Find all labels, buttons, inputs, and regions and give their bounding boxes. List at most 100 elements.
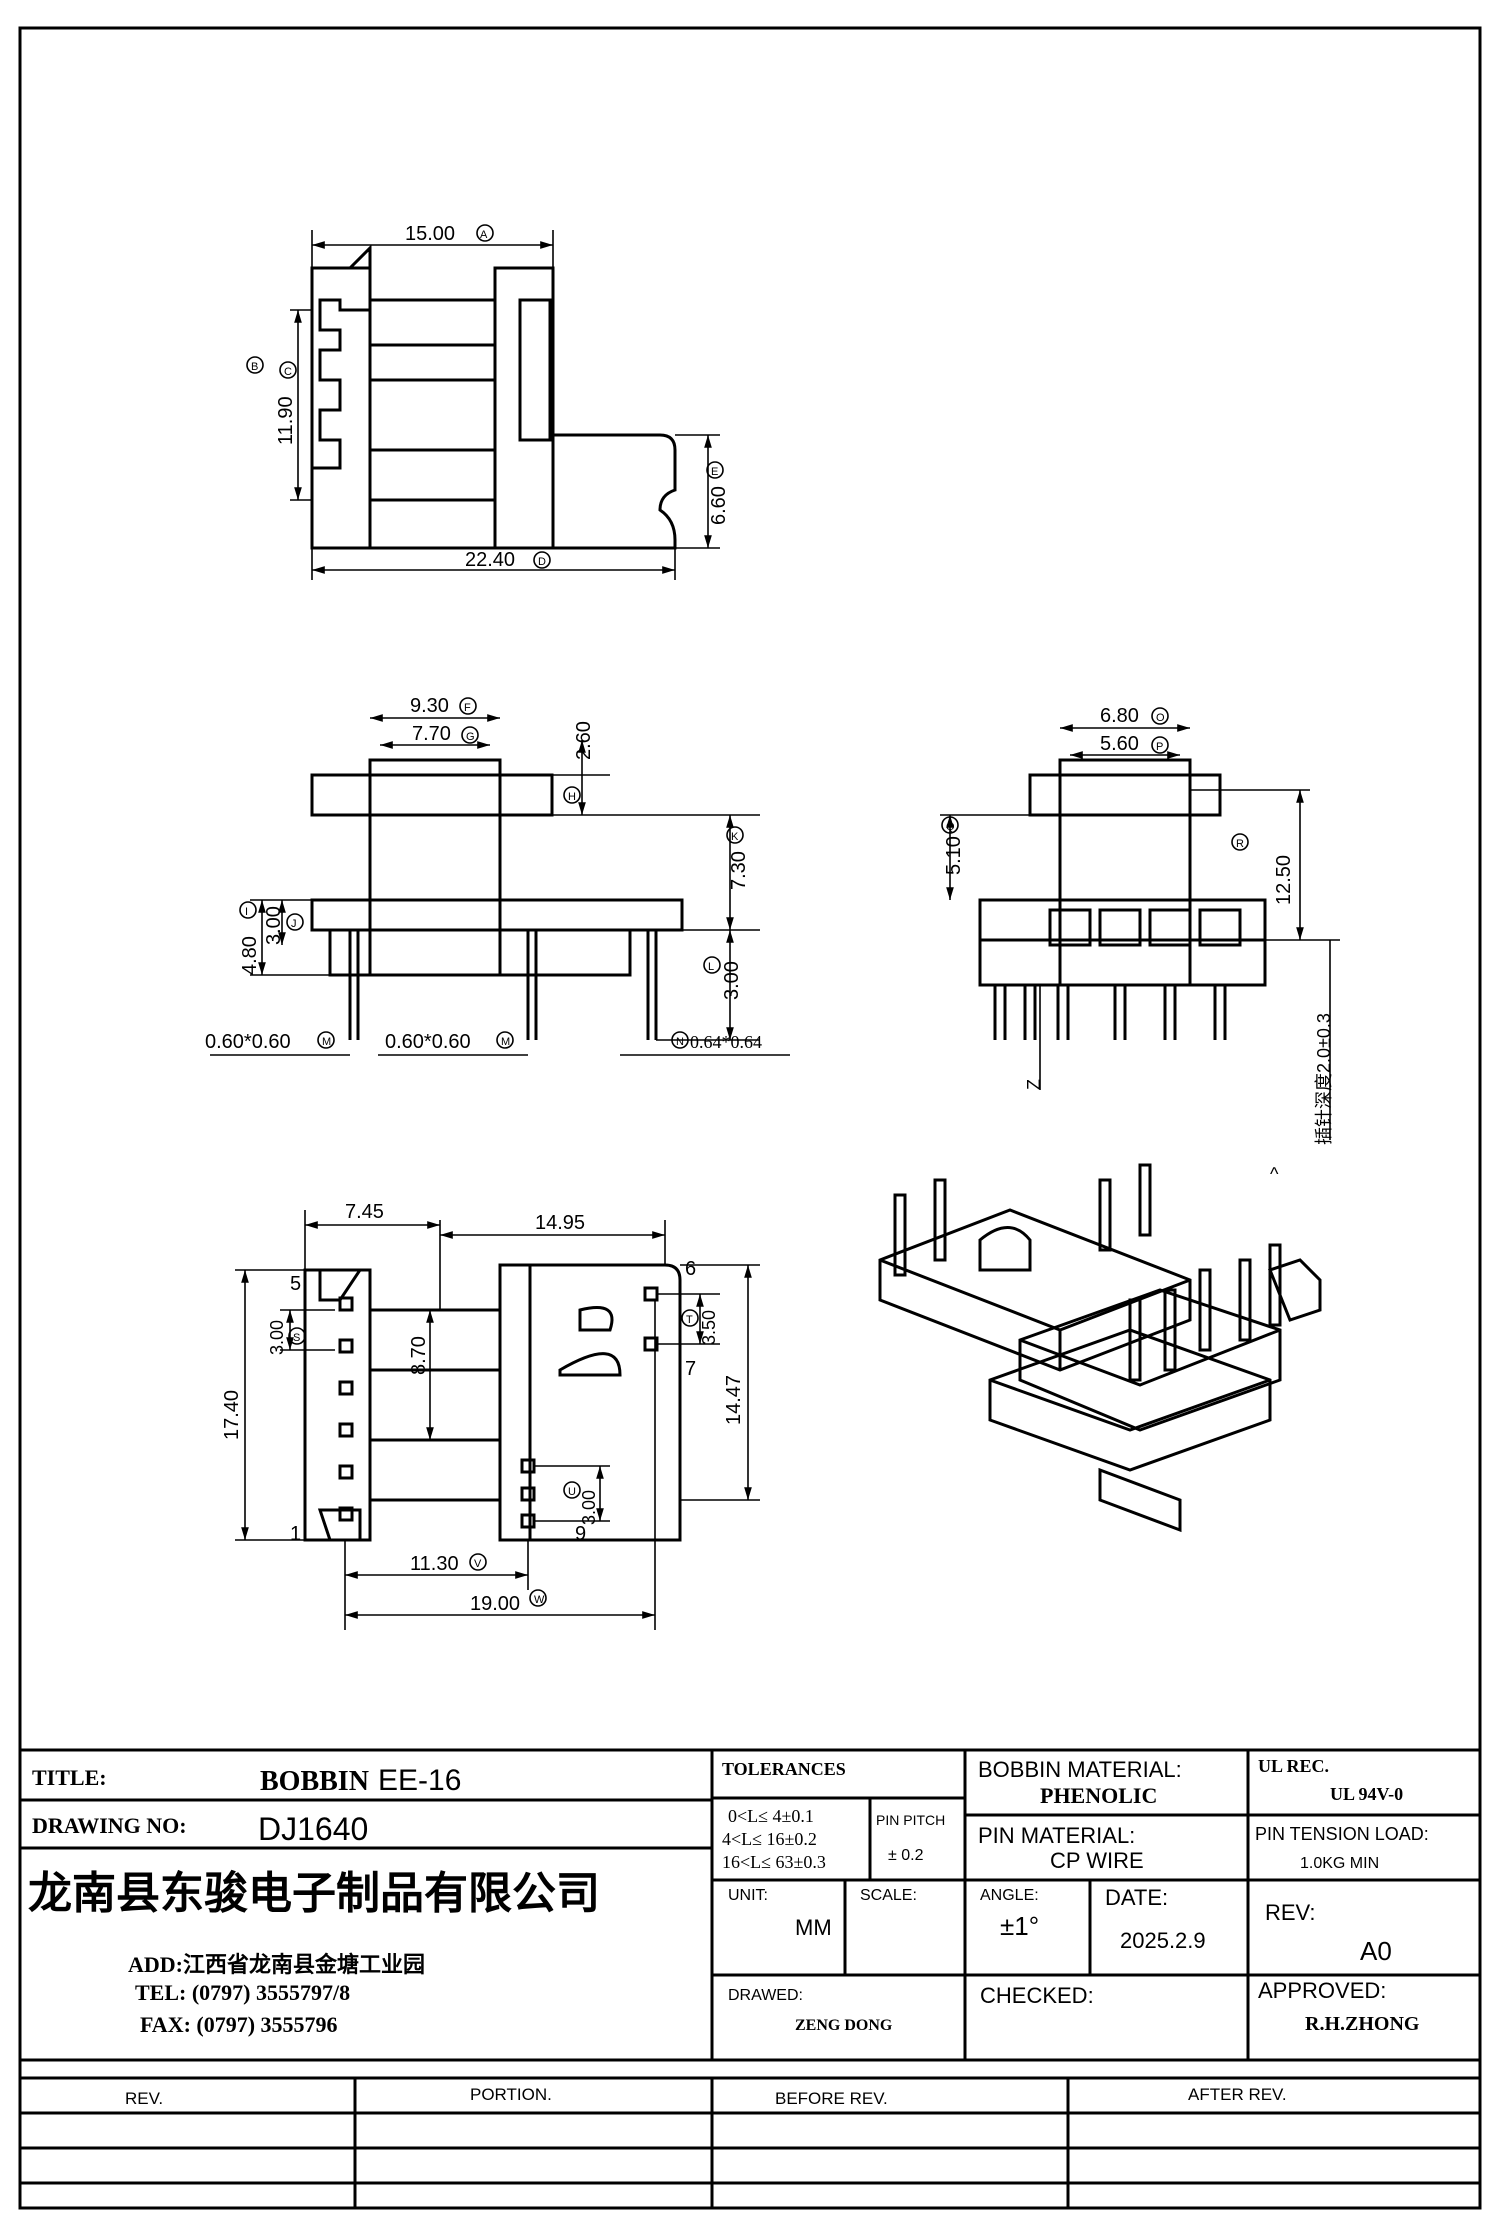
mark-h: H: [568, 791, 576, 803]
bobbin-material-value: PHENOLIC: [1040, 1783, 1157, 1808]
dim-11-90: 11.90: [275, 396, 297, 445]
drawed-value: ZENG DONG: [795, 2017, 893, 2034]
insert-depth-note: 插针深度2.0±0.3: [1314, 1013, 1334, 1145]
date-value: 2025.2.9: [1120, 1928, 1206, 1953]
z-label: Z: [1024, 1079, 1044, 1090]
mark-g: G: [466, 731, 475, 743]
dim-2-60: 2.60: [573, 721, 595, 760]
dim-17-40: 17.40: [221, 1390, 243, 1440]
mark-a: [476, 224, 494, 242]
front-view: 9.30 F 7.70 G 2.60 H 7.30 K 3.00 L 4.80 …: [205, 695, 790, 1056]
title-value-bold: BOBBIN: [260, 1766, 369, 1797]
unit-value: MM: [795, 1915, 832, 1940]
mark-d: [533, 551, 551, 569]
mark-r: R: [1236, 838, 1244, 850]
mark-p: P: [1156, 741, 1163, 753]
pin-label-5: 5: [290, 1273, 301, 1295]
pin-tension-value: 1.0KG MIN: [1300, 1855, 1379, 1872]
checked-label: CHECKED:: [980, 1983, 1094, 2008]
sheet-border: [18, 26, 1482, 2210]
dim-3-00-u: 3.00: [579, 1490, 599, 1525]
dim-7-45: 7.45: [345, 1201, 384, 1223]
mark-q: Q: [946, 821, 955, 833]
unit-label: UNIT:: [728, 1887, 768, 1904]
mark-e-letter: E: [711, 466, 718, 478]
pin-tension-label: PIN TENSION LOAD:: [1255, 1824, 1429, 1844]
mark-n: N: [676, 1036, 684, 1048]
mark-u: U: [568, 1486, 576, 1498]
tol-line-2: 4<L≤ 16±0.2: [722, 1829, 817, 1849]
mark-f: F: [464, 702, 471, 714]
bottom-view: 7.45 14.95 17.40 3.00 S 8.70 3.50 T 14.4…: [221, 1201, 760, 1630]
mark-c: [279, 361, 297, 379]
mark-e: [706, 461, 724, 479]
approved-label: APPROVED:: [1258, 1978, 1386, 2003]
tolerances-label: TOLERANCES: [722, 1759, 846, 1779]
dim-5-10: 5.10: [943, 836, 965, 875]
dim-5-60: 5.60: [1100, 733, 1139, 755]
drawing-no-label: DRAWING NO:: [32, 1813, 187, 1838]
mark-w: W: [534, 1594, 545, 1606]
address: ADD:江西省龙南县金塘工业园: [128, 1952, 425, 1977]
mark-a-letter: A: [480, 229, 488, 241]
approved-value: R.H.ZHONG: [1305, 2013, 1420, 2035]
dim-3-50: 3.50: [699, 1310, 719, 1345]
isometric-view: [878, 1163, 1322, 1533]
rev-table-header-after: AFTER REV.: [1188, 2085, 1287, 2104]
fax: FAX: (0797) 3555796: [140, 2012, 338, 2037]
mark-c-letter: C: [284, 366, 292, 378]
drawed-label: DRAWED:: [728, 1987, 803, 2004]
pin-label-9: 9: [575, 1523, 586, 1545]
revision-table: REV. PORTION. BEFORE REV. AFTER REV.: [20, 2076, 1480, 2208]
rev-table-header-before: BEFORE REV.: [775, 2089, 888, 2108]
title-value: EE-16: [378, 1764, 461, 1797]
ul-rec-label: UL REC.: [1258, 1756, 1329, 1776]
dim-4-80: 4.80: [239, 936, 261, 975]
side-view: 6.80 O 5.60 P 5.10 Q 12.50 R 插针深度2.0±0.3…: [940, 705, 1340, 1184]
drawing-no-value: DJ1640: [258, 1811, 368, 1847]
dim-9-30: 9.30: [410, 695, 449, 717]
mark-b: [246, 356, 264, 374]
dim-6-60: 6.60: [708, 486, 730, 525]
mark-s: S: [293, 1332, 300, 1344]
dim-19-00: 19.00: [470, 1593, 520, 1615]
dim-7-30: 7.30: [728, 851, 750, 890]
mark-i: I: [245, 906, 248, 918]
pin-dim-n: 0.64*0.64: [690, 1032, 762, 1052]
mark-t: T: [686, 1314, 693, 1326]
mark-k: K: [731, 831, 739, 843]
mark-l: L: [708, 961, 714, 973]
bobbin-material-label: BOBBIN MATERIAL:: [978, 1757, 1182, 1782]
rev-table-header-rev: REV.: [125, 2089, 163, 2108]
mark-o: O: [1156, 712, 1165, 724]
pin-dim-m1: 0.60*0.60: [205, 1031, 291, 1053]
tol-line-3: 16<L≤ 63±0.3: [722, 1852, 826, 1872]
pin-pitch-label: PIN PITCH: [876, 1812, 945, 1828]
mark-b-letter: B: [251, 361, 258, 373]
title-block: TITLE: BOBBIN EE-16 DRAWING NO: DJ1640 龙…: [20, 1748, 1480, 2062]
dim-12-50: 12.50: [1273, 855, 1295, 905]
mark-j: J: [291, 918, 297, 930]
title-label: TITLE:: [32, 1765, 107, 1790]
ul-rec-value: UL 94V-0: [1330, 1784, 1403, 1804]
angle-label: ANGLE:: [980, 1887, 1039, 1904]
top-view: 15.00 A 11.90 C B 6.60 E 22.40 D: [246, 223, 730, 580]
rev-label: REV:: [1265, 1900, 1316, 1925]
dim-22-40: 22.40: [465, 549, 515, 571]
mark-m2: M: [501, 1036, 510, 1048]
dim-7-70: 7.70: [412, 723, 451, 745]
dim-3-00-s: 3.00: [267, 1320, 287, 1355]
angle-value: ±1°: [1000, 1911, 1039, 1941]
pin-label-1: 1: [290, 1523, 301, 1545]
company-name: 龙南县东骏电子制品有限公司: [28, 1868, 600, 1918]
telephone: TEL: (0797) 3555797/8: [135, 1980, 350, 2005]
pin-material-label: PIN MATERIAL:: [978, 1823, 1135, 1848]
dim-15-00: 15.00: [405, 223, 455, 245]
dim-11-30: 11.30: [410, 1553, 459, 1575]
scale-label: SCALE:: [860, 1887, 917, 1904]
mark-v: V: [474, 1558, 482, 1570]
pin-pitch-value: ± 0.2: [888, 1847, 924, 1864]
tol-line-1: 0<L≤ 4±0.1: [728, 1806, 814, 1826]
pin-label-6: 6: [685, 1258, 696, 1280]
